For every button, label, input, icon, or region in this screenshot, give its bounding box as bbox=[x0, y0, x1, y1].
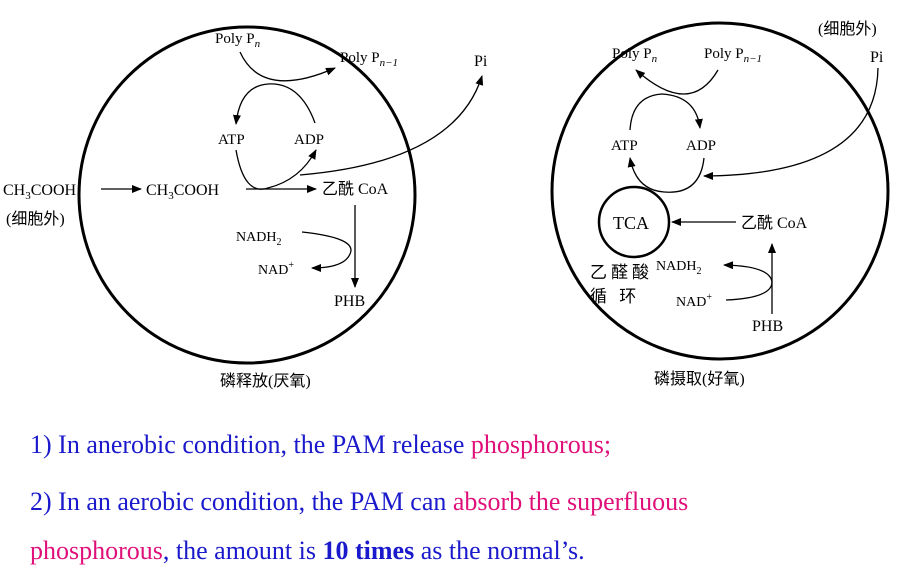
note-amount-text: , the amount is bbox=[162, 536, 323, 565]
phosphorus-metabolism-diagram: Poly Pn Poly Pn−1 Pi ATP ADP CH3COOH (细胞… bbox=[3, 20, 890, 390]
note-aerobic-highlight: absorb the superfluous bbox=[452, 487, 689, 516]
phb-label-right: PHB bbox=[752, 318, 783, 335]
note-phosphorous-highlight: phosphorous bbox=[30, 536, 163, 565]
note-anaerobic-highlight: phosphorous; bbox=[470, 430, 612, 459]
pi-release-arrow bbox=[299, 75, 484, 176]
external-location-label: (细胞外) bbox=[6, 210, 65, 228]
note-normal-text: as the normal’s. bbox=[414, 536, 585, 565]
aerobic-panel: (细胞外) Pi Poly Pn Poly Pn−1 ATP ADP TCA 乙… bbox=[550, 20, 890, 388]
aerobic-caption: 磷摄取(好氧) bbox=[654, 370, 745, 388]
nadh-oxidation-arrow bbox=[301, 231, 352, 272]
poly-pn1-label: Poly Pn−1 bbox=[340, 50, 398, 69]
note-aerobic-line2: phosphorous, the amount is 10 times as t… bbox=[30, 536, 585, 566]
atp-label-right: ATP bbox=[611, 138, 638, 154]
note-aerobic-line1: 2) In an aerobic condition, the PAM can … bbox=[30, 487, 688, 517]
atp-adp-lower-arrow bbox=[235, 149, 317, 190]
anaerobic-panel: Poly Pn Poly Pn−1 Pi ATP ADP CH3COOH (细胞… bbox=[3, 25, 488, 390]
acetyl-coa-label-right: 乙酰 CoA bbox=[741, 214, 808, 232]
poly-pn-label-right: Poly Pn bbox=[612, 46, 658, 65]
atp-label: ATP bbox=[218, 132, 245, 148]
nad-reduction-arrow bbox=[723, 261, 773, 301]
nad-label: NAD+ bbox=[258, 260, 294, 278]
external-acetate-label: CH3COOH bbox=[3, 182, 77, 202]
note-anaerobic: 1) In anerobic condition, the PAM releas… bbox=[30, 430, 611, 460]
note-ten-times: 10 times bbox=[322, 536, 415, 565]
adp-label-right: ADP bbox=[686, 138, 716, 154]
adp-label: ADP bbox=[294, 132, 324, 148]
aerobic-cell-membrane bbox=[550, 21, 890, 361]
atp-adp-upper-arrow-right bbox=[629, 93, 703, 131]
polyp-synthesis-arrow bbox=[635, 69, 719, 95]
tca-cycle-circle bbox=[597, 185, 671, 259]
external-location-label-right: (细胞外) bbox=[818, 20, 877, 38]
internal-acetate-label: CH3COOH bbox=[146, 182, 220, 202]
cycle-name-line2: 循 环 bbox=[590, 287, 640, 306]
pi-uptake-arrow bbox=[703, 67, 879, 180]
atp-adp-upper-arrow bbox=[232, 83, 316, 125]
atp-adp-lower-arrow-right bbox=[627, 157, 705, 193]
anaerobic-caption: 磷释放(厌氧) bbox=[220, 372, 311, 390]
pi-label-right: Pi bbox=[870, 49, 884, 66]
anaerobic-cell-membrane bbox=[77, 25, 417, 365]
acetyl-coa-label: 乙酰 CoA bbox=[322, 180, 389, 198]
cycle-name-line1: 乙醛酸 bbox=[590, 263, 653, 282]
poly-pn1-label-right: Poly Pn−1 bbox=[704, 46, 762, 65]
nad-label-right: NAD+ bbox=[676, 292, 712, 310]
tca-label: TCA bbox=[613, 213, 649, 233]
note-aerobic-text: 2) In an aerobic condition, the PAM can bbox=[30, 487, 453, 516]
polyp-arrow bbox=[239, 51, 336, 82]
poly-pn-label: Poly Pn bbox=[215, 31, 261, 50]
phb-label: PHB bbox=[334, 293, 365, 310]
note-anaerobic-text: 1) In anerobic condition, the PAM releas… bbox=[30, 430, 471, 459]
nadh-label-right: NADH2 bbox=[656, 259, 701, 277]
pi-label: Pi bbox=[474, 53, 488, 70]
nadh-label: NADH2 bbox=[236, 230, 281, 248]
